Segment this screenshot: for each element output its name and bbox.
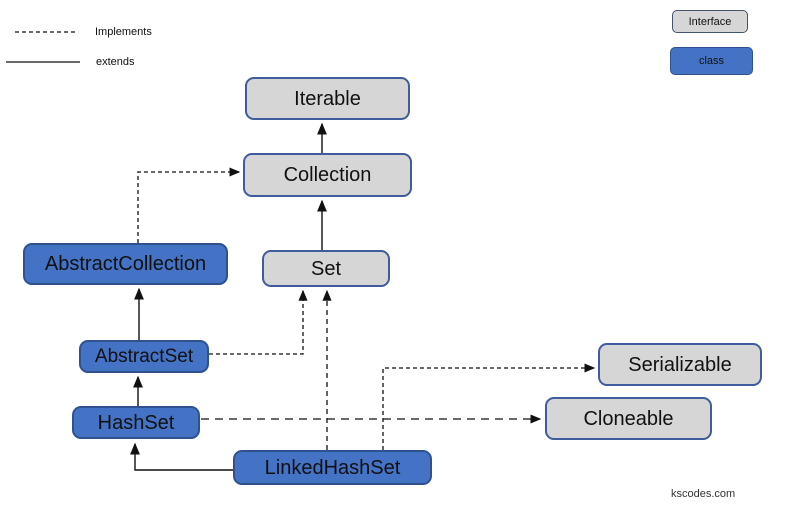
node-set: Set xyxy=(262,250,390,287)
watermark: kscodes.com xyxy=(671,488,736,500)
legend-class-box: class xyxy=(670,47,753,75)
node-hashset: HashSet xyxy=(72,406,200,439)
edge-abstractcollection-implements-collection xyxy=(137,167,241,243)
legend-implements-label: Implements xyxy=(95,26,152,38)
node-collection: Collection xyxy=(243,153,412,197)
node-abstractset: AbstractSet xyxy=(79,340,209,373)
edge-linkedhashset-extends-hashset xyxy=(130,442,233,471)
legend-interface-box: Interface xyxy=(672,10,748,33)
node-cloneable: Cloneable xyxy=(545,397,712,440)
node-abstractcollection: AbstractCollection xyxy=(23,243,228,285)
node-linkedhashset: LinkedHashSet xyxy=(233,450,432,485)
edge-abstractset-implements-set xyxy=(209,289,308,355)
node-iterable: Iterable xyxy=(245,77,410,120)
node-serializable: Serializable xyxy=(598,343,762,386)
legend-extends-label: extends xyxy=(96,56,135,68)
